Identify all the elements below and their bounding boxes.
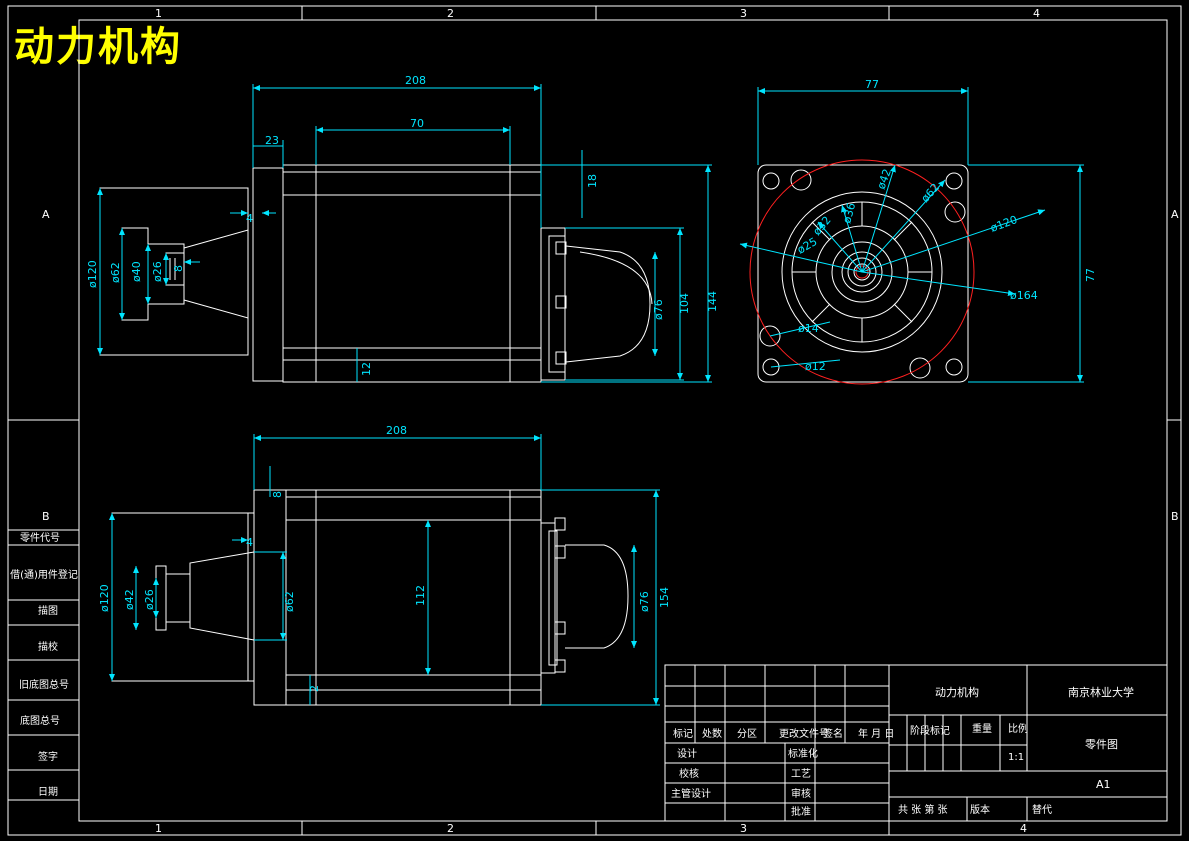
title-row-check: 校核 <box>679 767 699 780</box>
dim-bottom-154: 154 <box>658 587 671 608</box>
zone-row-left-b: B <box>42 510 50 523</box>
dim-bottom-120: ø120 <box>98 584 111 612</box>
left-panel-part-code: 零件代号 <box>20 532 60 544</box>
title-mid-standard: 标准化 <box>788 747 818 760</box>
dim-top-104: 104 <box>678 293 691 314</box>
zone-col-top-4: 4 <box>1033 7 1040 20</box>
left-panel-borrowed: 借(通)用件登记 <box>10 568 78 581</box>
dim-top-70: 70 <box>410 117 424 130</box>
title-weight-header: 重量 <box>972 722 992 735</box>
dim-side-120: ø120 <box>989 213 1020 235</box>
dim-side-62: ø62 <box>919 181 943 205</box>
dim-top-208: 208 <box>405 74 426 87</box>
dim-side-77-height: 77 <box>1084 268 1097 282</box>
side-view-outline <box>757 164 969 383</box>
top-view-dims <box>97 84 712 383</box>
bottom-view-outline <box>111 489 629 706</box>
title-company: 南京林业大学 <box>1068 685 1134 699</box>
dim-top-26: ø26 <box>151 261 164 282</box>
side-view: 77 77 ø120 ø164 ø42 ø62 ø36 ø32 ø25 ø14 … <box>739 78 1097 385</box>
title-part-name: 动力机构 <box>935 685 979 699</box>
title-sheet-info: 共 张 第 张 <box>898 803 948 816</box>
left-panel-signature: 签字 <box>38 750 58 763</box>
dim-side-77-width: 77 <box>865 78 879 91</box>
dim-top-120: ø120 <box>86 260 99 288</box>
zone-row-right-a: A <box>1171 208 1179 221</box>
title-rev-mark: 标记 <box>673 728 693 740</box>
bottom-view: 208 8 4 ø120 ø42 ø26 ø62 112 ø76 154 2 <box>98 424 671 706</box>
title-mid-review: 审核 <box>791 787 811 800</box>
dim-bottom-8: 8 <box>271 491 284 498</box>
zone-col-top-1: 1 <box>155 7 162 20</box>
dim-bottom-26: ø26 <box>143 589 156 610</box>
dim-side-12: ø12 <box>805 360 826 373</box>
left-panel-date: 日期 <box>38 786 58 798</box>
top-view-outline <box>99 164 653 383</box>
dim-side-42: ø42 <box>875 167 894 191</box>
dim-bottom-62: ø62 <box>283 591 296 612</box>
dim-top-18: 18 <box>586 174 599 188</box>
title-scale-header: 比例 <box>1008 722 1028 735</box>
dim-bottom-208: 208 <box>386 424 407 437</box>
title-sheet-size: A1 <box>1096 778 1111 791</box>
title-replace: 替代 <box>1032 803 1052 816</box>
dim-top-4: 4 <box>246 212 253 225</box>
drawing-title: 动力机构 <box>14 24 182 70</box>
dim-side-14: ø14 <box>798 322 819 335</box>
zone-col-bottom-2: 2 <box>447 822 454 835</box>
left-panel-base-no: 底图总号 <box>20 714 60 727</box>
dim-top-8: 8 <box>172 265 185 272</box>
zone-labels: 1 2 3 4 1 2 3 4 A B A B <box>42 7 1179 835</box>
dim-side-36: ø36 <box>840 201 858 224</box>
border-frame <box>7 5 1182 836</box>
title-block: 动力机构 南京林业大学 零件图 A1 1:1 阶段标记 重量 比例 标记 处数 … <box>664 664 1168 822</box>
zone-row-right-b: B <box>1171 510 1179 523</box>
zone-row-left-a: A <box>42 208 50 221</box>
dim-side-164: ø164 <box>1010 289 1038 302</box>
title-rev-date: 年 月 日 <box>858 727 894 740</box>
bottom-view-dim-texts: 208 8 4 ø120 ø42 ø26 ø62 112 ø76 154 2 <box>98 424 671 692</box>
top-view-dim-texts: 208 70 23 18 144 104 ø76 ø120 ø62 ø40 ø2… <box>86 74 719 376</box>
title-rev-sign: 签名 <box>823 727 843 740</box>
dim-top-62: ø62 <box>109 262 122 283</box>
dim-top-76: ø76 <box>652 299 665 320</box>
title-scale-value: 1:1 <box>1008 752 1024 763</box>
title-rev-doc: 更改文件号 <box>779 727 829 740</box>
zone-col-top-2: 2 <box>447 7 454 20</box>
side-view-red-circles <box>749 159 975 385</box>
dim-side-32: ø32 <box>810 214 833 238</box>
top-view: 208 70 23 18 144 104 ø76 ø120 ø62 ø40 ø2… <box>86 74 719 383</box>
zone-col-bottom-3: 3 <box>740 822 747 835</box>
left-panel: 零件代号 借(通)用件登记 描图 描校 旧底图总号 底图总号 签字 日期 <box>7 529 80 801</box>
left-panel-trace-check: 描校 <box>38 640 58 653</box>
left-panel-tracing: 描图 <box>38 604 58 617</box>
title-version: 版本 <box>970 803 990 816</box>
zone-col-top-3: 3 <box>740 7 747 20</box>
title-drawing-type: 零件图 <box>1085 738 1118 751</box>
dim-bottom-2: 2 <box>308 685 321 692</box>
title-mid-process: 工艺 <box>791 768 811 780</box>
dim-top-40: ø40 <box>130 261 143 282</box>
title-rev-zone: 分区 <box>737 728 757 740</box>
side-view-dims <box>739 87 1084 383</box>
dim-bottom-112: 112 <box>414 585 427 606</box>
dim-side-25: ø25 <box>795 235 819 257</box>
title-mid-approve: 批准 <box>791 805 811 818</box>
dim-top-144: 144 <box>706 291 719 312</box>
zone-col-bottom-1: 1 <box>155 822 162 835</box>
title-row-design: 设计 <box>677 747 697 760</box>
dim-top-12: 12 <box>360 362 373 376</box>
dim-bottom-76: ø76 <box>638 591 651 612</box>
zone-col-bottom-4: 4 <box>1020 822 1027 835</box>
title-rev-count: 处数 <box>702 727 722 740</box>
title-row-chief: 主管设计 <box>671 787 711 800</box>
left-panel-old-no: 旧底图总号 <box>19 678 69 691</box>
dim-bottom-4: 4 <box>246 536 253 549</box>
side-view-dim-texts: 77 77 ø120 ø164 ø42 ø62 ø36 ø32 ø25 ø14 … <box>795 78 1097 373</box>
dim-bottom-42: ø42 <box>123 589 136 610</box>
title-stage-header: 阶段标记 <box>910 724 950 737</box>
bottom-view-dims <box>109 434 660 706</box>
dim-top-23: 23 <box>265 134 279 147</box>
